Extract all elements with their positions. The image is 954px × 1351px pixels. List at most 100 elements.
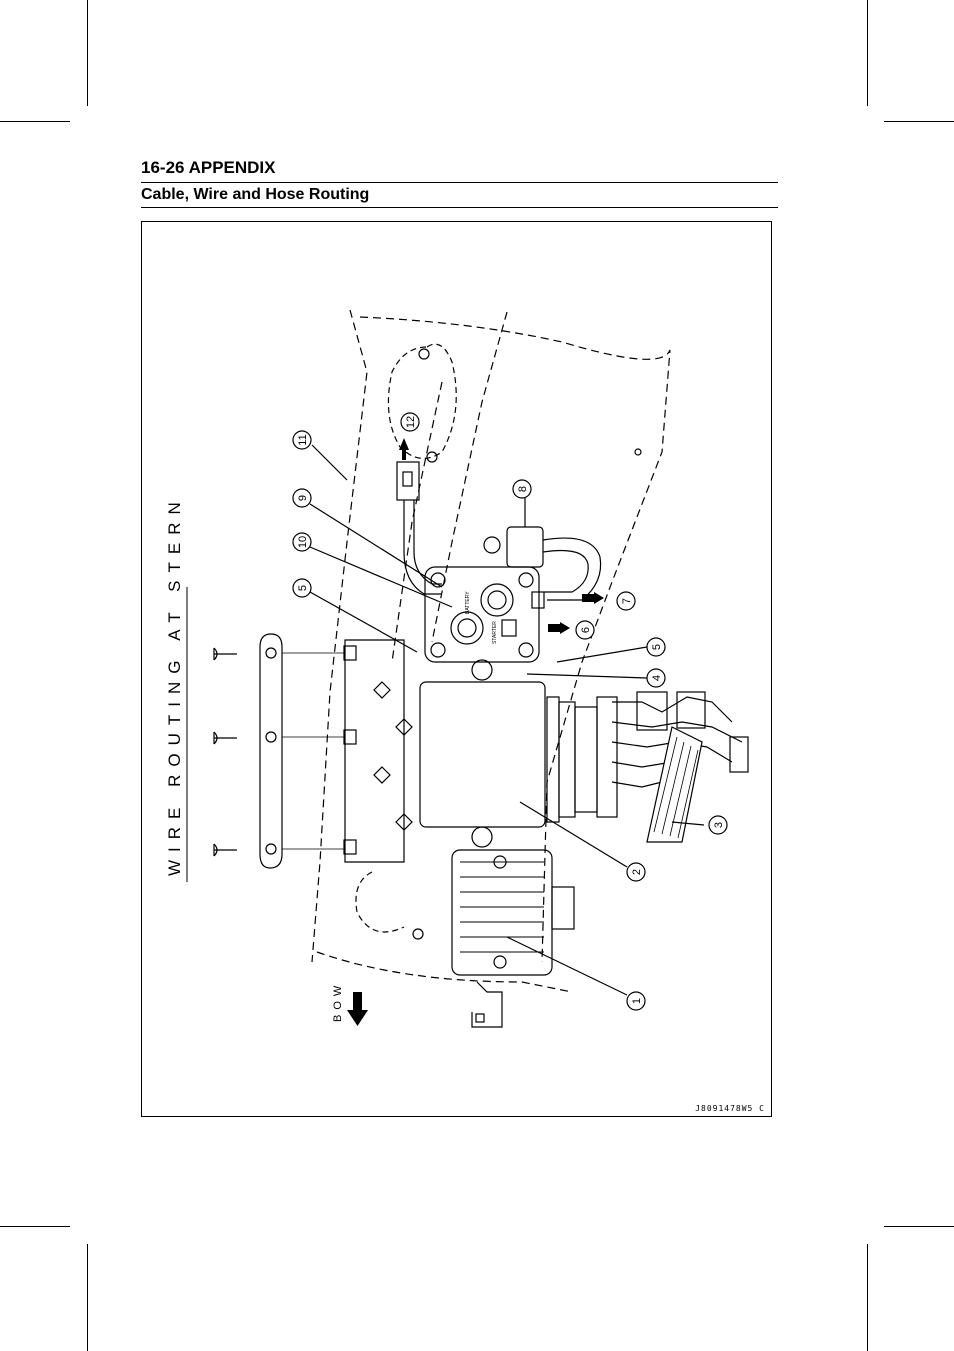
bow-arrow-icon bbox=[347, 992, 368, 1026]
callout-10: 10 bbox=[292, 532, 312, 552]
screw bbox=[213, 844, 237, 856]
svg-text:2: 2 bbox=[631, 869, 643, 875]
svg-text:5: 5 bbox=[651, 644, 663, 650]
regulator-connector bbox=[551, 886, 575, 930]
callout-11: 11 bbox=[292, 430, 312, 450]
mount-bolt bbox=[343, 729, 357, 745]
crop-mark bbox=[87, 1244, 88, 1351]
frame-line-2 bbox=[391, 381, 443, 663]
access-hole bbox=[387, 343, 457, 459]
harness-connector bbox=[676, 691, 706, 729]
corrugated-tube bbox=[646, 726, 703, 843]
terminal-starter bbox=[450, 611, 484, 645]
diamond-mark bbox=[373, 681, 391, 699]
callout-6: 6 bbox=[575, 620, 595, 640]
ground-lug bbox=[471, 981, 503, 1028]
regulator-bolt bbox=[493, 955, 507, 969]
cover-strip bbox=[259, 633, 283, 869]
mount-bolt bbox=[343, 839, 357, 855]
svg-text:5: 5 bbox=[297, 585, 309, 591]
page-header: 16-26 APPENDIX Cable, Wire and Hose Rout… bbox=[141, 157, 778, 208]
bow-label: BOW bbox=[332, 981, 344, 1022]
crop-mark bbox=[87, 0, 88, 106]
terminal-battery-inner bbox=[487, 590, 507, 610]
frame-line bbox=[431, 311, 508, 643]
ground-bolt bbox=[475, 1013, 485, 1023]
battery-label: BATTERY bbox=[465, 591, 471, 614]
fuse-cable bbox=[542, 537, 602, 601]
leader-line bbox=[309, 591, 418, 653]
terminal-starter-inner bbox=[457, 618, 477, 638]
page-title: 16-26 APPENDIX bbox=[141, 158, 276, 177]
screw bbox=[213, 648, 237, 660]
screw-head bbox=[213, 843, 218, 857]
cover-hole bbox=[265, 843, 277, 855]
leader-line bbox=[526, 673, 648, 679]
clamp bbox=[531, 591, 545, 609]
svg-text:10: 10 bbox=[297, 536, 309, 548]
fuse-cable bbox=[542, 549, 589, 593]
callout-8: 8 bbox=[512, 479, 532, 499]
callout-5b: 5 bbox=[646, 637, 666, 657]
callout-9: 9 bbox=[292, 488, 312, 508]
section-rule bbox=[141, 207, 778, 208]
arrow-right-icon bbox=[548, 622, 570, 634]
hull-bottom bbox=[316, 951, 573, 993]
leader-line bbox=[671, 821, 705, 826]
svg-text:11: 11 bbox=[297, 434, 309, 445]
hole-dot bbox=[418, 348, 430, 360]
diamond-mark bbox=[373, 766, 391, 784]
starter-label: STARTER bbox=[492, 621, 498, 644]
svg-text:7: 7 bbox=[621, 598, 633, 604]
harness-connector bbox=[636, 691, 668, 731]
cable bbox=[403, 500, 442, 595]
harness-wire bbox=[611, 721, 743, 743]
crop-mark bbox=[0, 1226, 70, 1227]
callout-1: 1 bbox=[626, 991, 646, 1011]
screw bbox=[213, 732, 237, 744]
diamond-mark bbox=[395, 718, 413, 736]
crop-mark bbox=[0, 121, 70, 122]
hole-dot bbox=[412, 928, 424, 940]
callout-3: 3 bbox=[708, 815, 728, 835]
hole-dot bbox=[426, 451, 438, 463]
cover-hole bbox=[265, 731, 277, 743]
figure-frame: 11 9 10 5 12 8 7 6 5 4 3 2 1 WIRE ROUTIN… bbox=[141, 221, 772, 1117]
leader-line bbox=[556, 646, 648, 663]
leader-line bbox=[519, 801, 628, 868]
callout-7: 7 bbox=[616, 591, 636, 611]
figure-code: J8091478W5 C bbox=[695, 1104, 765, 1113]
wire-routing-diagram: 11 9 10 5 12 8 7 6 5 4 3 2 1 WIRE ROUTIN… bbox=[165, 309, 749, 1028]
svg-text:8: 8 bbox=[517, 486, 529, 492]
tube-hatch bbox=[653, 736, 699, 839]
figure-heading: WIRE ROUTING AT STERN bbox=[165, 494, 184, 876]
crop-mark bbox=[884, 121, 954, 122]
harness-wire bbox=[612, 696, 733, 723]
callout-12: 12 bbox=[400, 412, 420, 432]
harness-connector bbox=[729, 736, 749, 773]
lower-hole bbox=[355, 871, 405, 933]
connector-block bbox=[596, 696, 618, 818]
fuse-bolt bbox=[483, 536, 501, 554]
callout-2: 2 bbox=[626, 862, 646, 882]
ecu-mount bbox=[471, 659, 493, 681]
header-rule bbox=[141, 182, 778, 183]
leader-line bbox=[311, 444, 348, 481]
crop-mark bbox=[867, 0, 868, 106]
section-title: Cable, Wire and Hose Routing bbox=[141, 186, 370, 203]
callout-5: 5 bbox=[292, 578, 312, 598]
hull-outline bbox=[311, 309, 368, 963]
svg-text:1: 1 bbox=[631, 998, 643, 1004]
connector-pin bbox=[402, 471, 413, 487]
svg-text:4: 4 bbox=[651, 675, 663, 681]
regulator-fins bbox=[460, 861, 544, 953]
leader-line bbox=[309, 503, 443, 588]
screw-head bbox=[213, 731, 218, 745]
connector bbox=[396, 461, 420, 501]
leader-line bbox=[282, 652, 345, 850]
bracket-plate bbox=[344, 639, 405, 863]
ecu-edge bbox=[558, 701, 576, 818]
relay-block bbox=[424, 566, 540, 663]
mount-bolt bbox=[343, 645, 357, 661]
svg-text:3: 3 bbox=[713, 822, 725, 828]
